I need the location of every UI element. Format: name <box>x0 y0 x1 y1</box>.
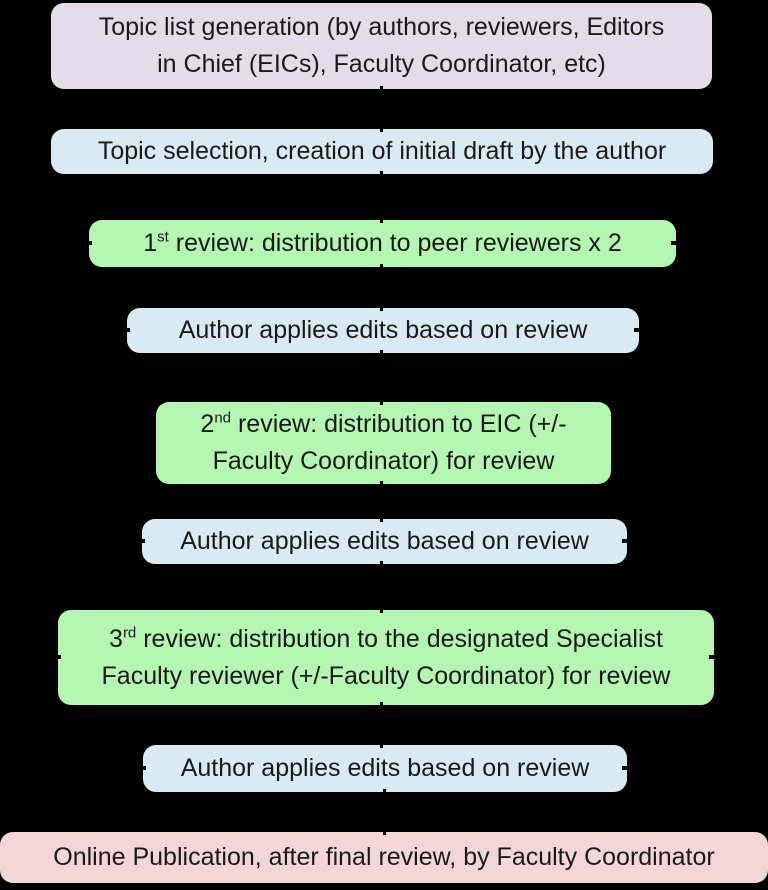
connector-arrow <box>380 481 383 522</box>
step-text-line: Topic list generation (by authors, revie… <box>98 13 665 41</box>
arrow-tip <box>140 539 145 543</box>
step-text-line: Faculty reviewer (+/-Faculty Coordinator… <box>101 661 671 690</box>
step-text-line: Author applies edits based on review <box>180 754 590 782</box>
arrow-tip <box>125 328 130 332</box>
step-text-line: Topic selection, creation of initial dra… <box>97 137 667 165</box>
step-text: review: distribution to EIC (+/- <box>231 410 567 438</box>
arrow-tip <box>56 655 61 659</box>
flow-step-topic-list-generation: Topic list generation (by authors, revie… <box>51 3 712 89</box>
connector-arrow <box>380 702 383 748</box>
step-text: review: distribution to peer reviewers x… <box>168 229 622 257</box>
step-text-line: 2nd review: distribution to EIC (+/- <box>200 406 566 443</box>
arrow-tip <box>622 539 627 543</box>
connector-arrow <box>380 171 383 223</box>
step-text-line: Author applies edits based on review <box>180 527 589 555</box>
step-text-line: Author applies edits based on review <box>178 316 588 344</box>
ordinal-suffix: nd <box>214 409 232 427</box>
connector-arrow <box>380 264 383 311</box>
arrow-tip <box>87 241 92 245</box>
step-text-line: in Chief (EICs), Faculty Coordinator, et… <box>157 50 606 78</box>
connector-arrow <box>380 561 383 613</box>
flow-step-online-publication: Online Publication, after final review, … <box>0 832 768 883</box>
step-text-line: Faculty Coordinator) for review <box>212 447 555 475</box>
arrow-tip <box>634 328 639 332</box>
flow-step-author-edits-1: Author applies edits based on review <box>127 308 639 353</box>
flow-step-author-edits-3: Author applies edits based on review <box>143 745 627 792</box>
step-text-line: 1st review: distribution to peer reviewe… <box>143 225 622 262</box>
ordinal-suffix: rd <box>122 624 137 642</box>
flow-step-second-review: 2nd review: distribution to EIC (+/- Fac… <box>156 402 611 484</box>
ordinal-number: 3 <box>109 624 123 653</box>
flow-step-third-review: 3rd review: distribution to the designat… <box>58 610 714 705</box>
arrow-tip <box>709 655 714 659</box>
flow-step-topic-selection: Topic selection, creation of initial dra… <box>51 129 713 174</box>
step-text-line: Online Publication, after final review, … <box>53 843 715 871</box>
flow-step-author-edits-2: Author applies edits based on review <box>142 519 627 564</box>
arrow-tip <box>622 766 627 770</box>
step-text: review: distribution to the designated S… <box>136 624 663 653</box>
step-text-line: 3rd review: distribution to the designat… <box>109 621 663 658</box>
arrow-tip <box>671 241 676 245</box>
arrow-tip <box>141 766 146 770</box>
ordinal-suffix: st <box>157 228 169 246</box>
ordinal-number: 2 <box>200 410 215 438</box>
connector-arrow <box>380 350 383 405</box>
connector-arrow <box>383 789 386 835</box>
connector-arrow <box>380 86 383 132</box>
flow-step-first-review: 1st review: distribution to peer reviewe… <box>89 220 676 267</box>
ordinal-number: 1 <box>143 229 158 257</box>
